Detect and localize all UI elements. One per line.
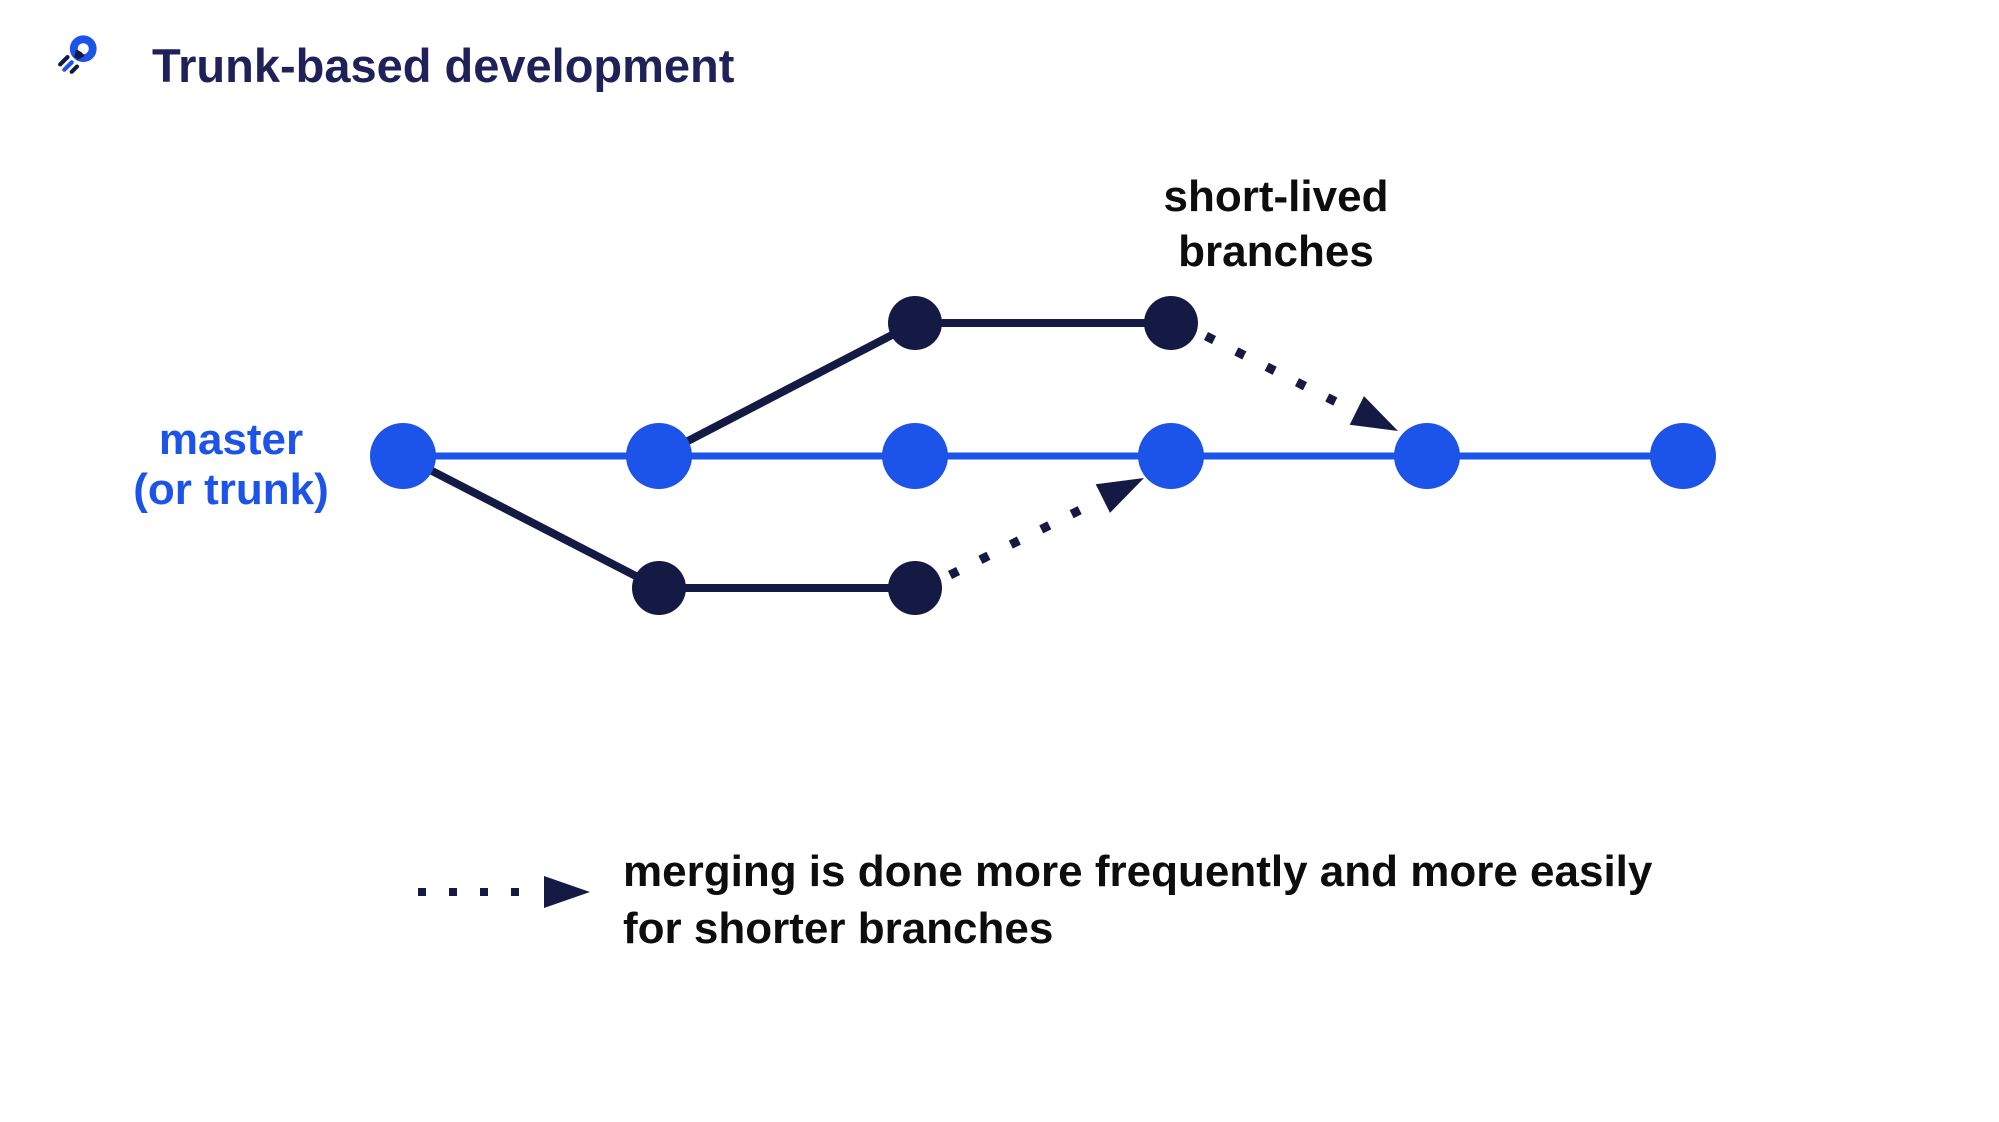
master-commit-2 bbox=[626, 423, 692, 489]
comet-ring-shadow bbox=[73, 49, 85, 61]
upper-merge-dotted-line bbox=[1203, 331, 1355, 415]
branches-label-line2: branches bbox=[1178, 227, 1374, 276]
comet-icon bbox=[58, 35, 97, 74]
master-commit-5 bbox=[1394, 423, 1460, 489]
page-title: Trunk-based development bbox=[152, 39, 735, 92]
legend-arrowhead-icon bbox=[544, 876, 590, 908]
dotted-arrow-icon bbox=[418, 876, 590, 908]
legend-caption: merging is done more frequently and more… bbox=[623, 843, 1652, 957]
comet-streak-2 bbox=[62, 60, 74, 72]
upper-branch-diagonal-line bbox=[657, 319, 917, 460]
comet-streak-3 bbox=[69, 64, 80, 74]
lower-branch-diagonal-line bbox=[401, 452, 661, 592]
short-lived-branches-label: short-lived branches bbox=[1096, 169, 1456, 279]
branches-label-line1: short-lived bbox=[1163, 172, 1389, 221]
master-commit-6 bbox=[1650, 423, 1716, 489]
upper-branch-commit-2 bbox=[1144, 296, 1198, 350]
master-branch-label: master (or trunk) bbox=[81, 415, 381, 515]
master-commit-3 bbox=[882, 423, 948, 489]
legend-caption-line1: merging is done more frequently and more… bbox=[623, 847, 1653, 896]
legend-caption-line2: for shorter branches bbox=[623, 904, 1054, 953]
lower-branch-commit-1 bbox=[632, 561, 686, 615]
comet-ring bbox=[69, 35, 97, 63]
upper-branch-commit-1 bbox=[888, 296, 942, 350]
master-commit-1 bbox=[370, 423, 436, 489]
upper-merge-arrowhead-icon bbox=[1349, 396, 1398, 431]
master-label-line1: master bbox=[158, 415, 304, 464]
master-commit-4 bbox=[1138, 423, 1204, 489]
master-label-line2: (or trunk) bbox=[133, 465, 329, 514]
lower-branch-commit-2 bbox=[888, 561, 942, 615]
comet-streak-1 bbox=[58, 55, 70, 67]
lower-merge-arrowhead-icon bbox=[1095, 478, 1144, 513]
lower-merge-dotted-line bbox=[947, 496, 1101, 580]
